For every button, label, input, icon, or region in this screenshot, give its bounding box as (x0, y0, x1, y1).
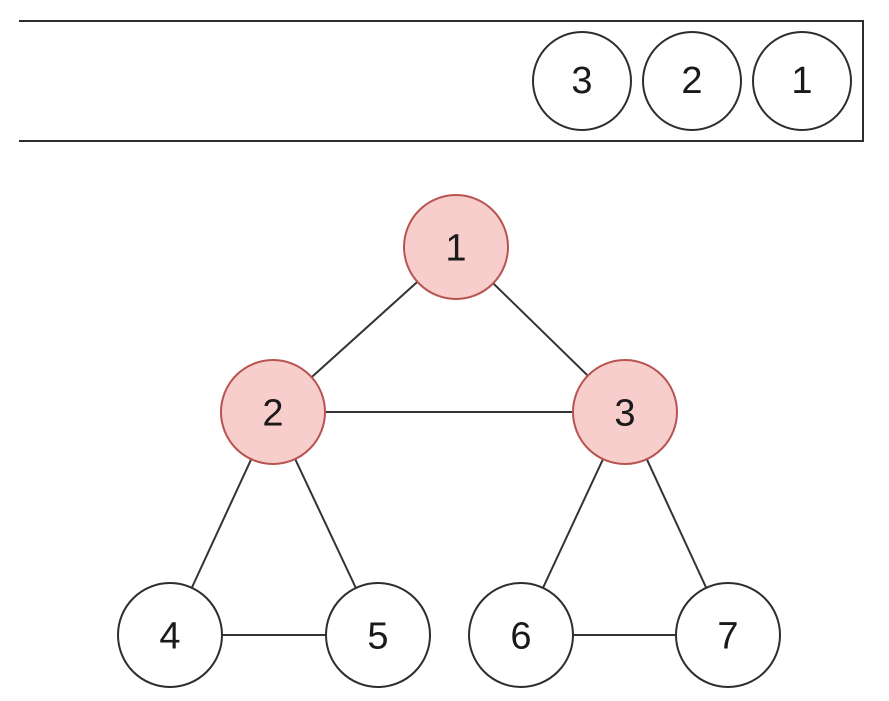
stack-item-2: 2 (642, 31, 742, 131)
graph-node-1: 1 (403, 194, 509, 300)
node-label-3: 3 (614, 392, 635, 434)
node-label-1: 1 (445, 227, 466, 269)
node-circle-4 (117, 582, 223, 688)
node-label-5: 5 (367, 615, 388, 657)
graph-node-2: 2 (220, 359, 326, 465)
graph-node-5: 5 (325, 582, 431, 688)
graph-node-3: 3 (572, 359, 678, 465)
node-circle-1 (403, 194, 509, 300)
node-label-4: 4 (159, 615, 180, 657)
node-circle-2 (220, 359, 326, 465)
node-circle-3 (572, 359, 678, 465)
node-label-6: 6 (510, 615, 531, 657)
graph-node-7: 7 (675, 582, 781, 688)
node-circle-5 (325, 582, 431, 688)
stack-item-1: 1 (752, 31, 852, 131)
stack-item-3: 3 (532, 31, 632, 131)
node-label-2: 2 (262, 392, 283, 434)
node-circle-6 (468, 582, 574, 688)
graph-node-6: 6 (468, 582, 574, 688)
node-label-7: 7 (717, 615, 738, 657)
graph-node-4: 4 (117, 582, 223, 688)
node-circle-7 (675, 582, 781, 688)
